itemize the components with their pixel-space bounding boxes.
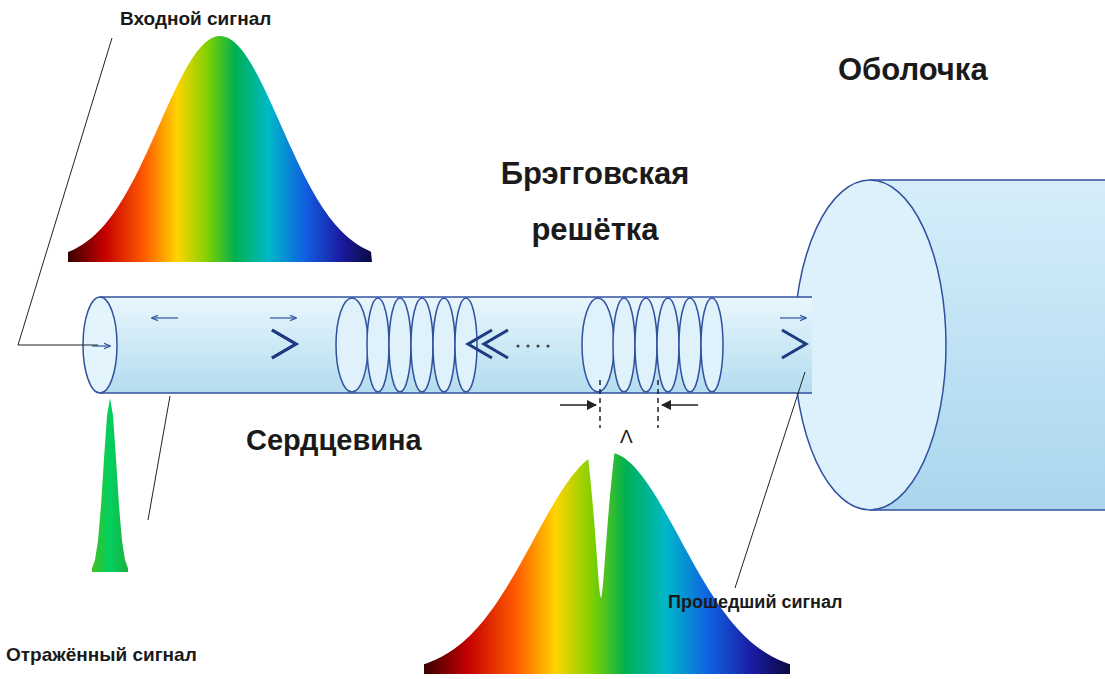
title-label: Брэгговская решётка — [470, 146, 720, 258]
direction-arrows — [92, 318, 806, 346]
input-spectrum — [68, 36, 372, 262]
reflected-spectrum — [92, 398, 128, 572]
signal-label: Отражённый сигнал — [6, 644, 197, 666]
ellipsis-dots — [516, 344, 549, 347]
fiber-core — [83, 297, 812, 393]
part-label: Оболочка — [838, 52, 988, 88]
label-text: Входной сигнал — [120, 8, 271, 30]
light-chevrons — [272, 330, 806, 358]
symbol-label: Λ — [620, 426, 633, 448]
period-marks — [560, 380, 698, 428]
cladding — [794, 180, 1105, 510]
spectrum-notch — [586, 440, 616, 598]
leader-lines — [18, 38, 805, 588]
signal-label: Прошедший сигнал — [668, 592, 842, 613]
grating-planes — [336, 298, 723, 392]
part-label: Сердцевина — [246, 424, 422, 457]
